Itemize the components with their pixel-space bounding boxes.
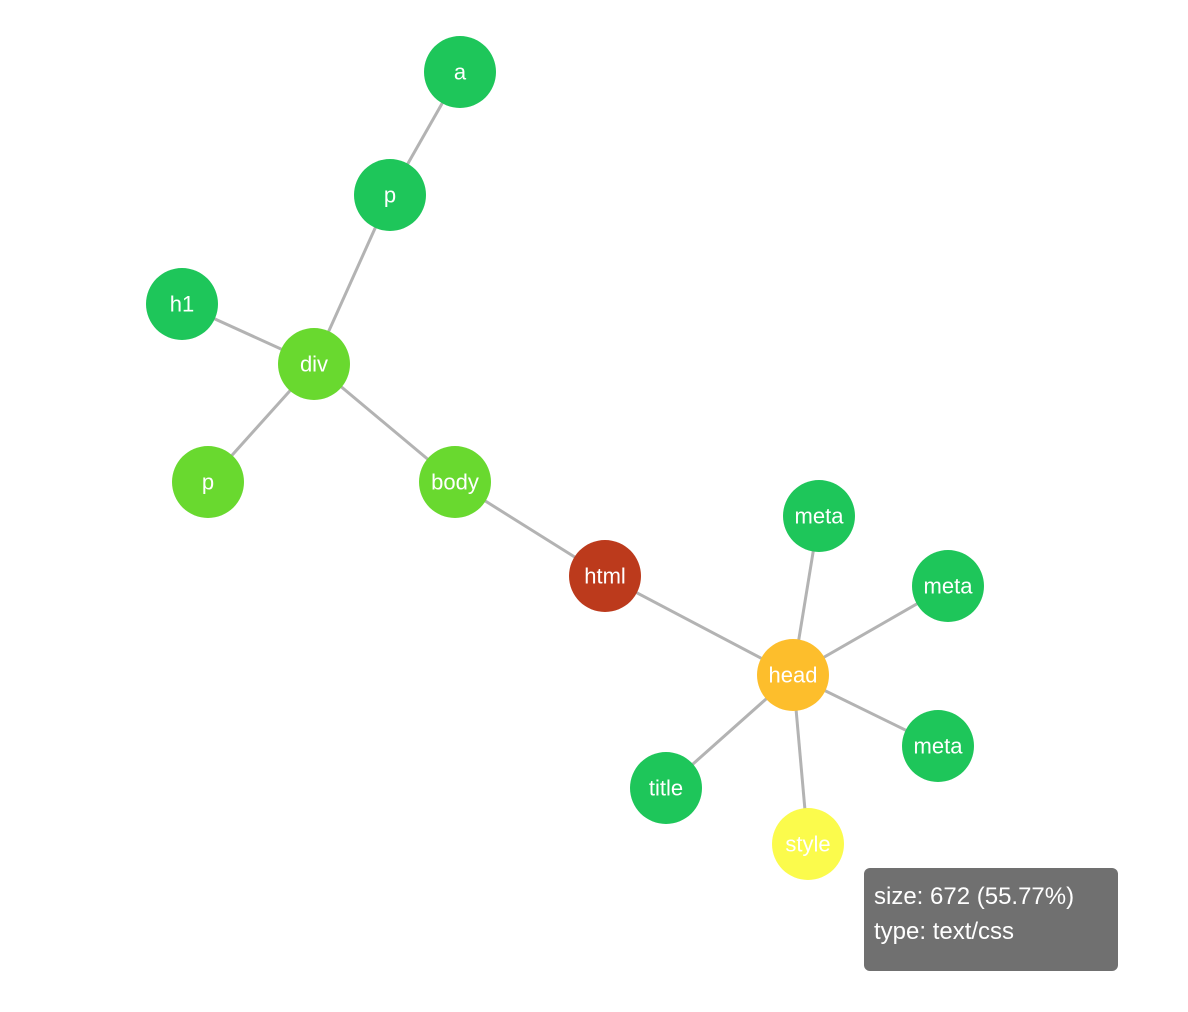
- node-label: meta: [924, 574, 974, 599]
- node-div[interactable]: div: [278, 328, 350, 400]
- node-html[interactable]: html: [569, 540, 641, 612]
- node-label: body: [431, 470, 479, 495]
- node-circle[interactable]: [569, 540, 641, 612]
- node-p2[interactable]: p: [172, 446, 244, 518]
- node-label: style: [785, 832, 830, 857]
- node-tooltip: size: 672 (55.77%) type: text/css: [864, 868, 1118, 971]
- node-body[interactable]: body: [419, 446, 491, 518]
- node-circle[interactable]: [146, 268, 218, 340]
- node-meta1[interactable]: meta: [783, 480, 855, 552]
- node-label: html: [584, 564, 626, 589]
- node-circle[interactable]: [772, 808, 844, 880]
- node-circle[interactable]: [902, 710, 974, 782]
- node-label: meta: [795, 504, 845, 529]
- node-label: head: [769, 663, 818, 688]
- node-meta2[interactable]: meta: [912, 550, 984, 622]
- node-circle[interactable]: [912, 550, 984, 622]
- node-circle[interactable]: [783, 480, 855, 552]
- node-circle[interactable]: [419, 446, 491, 518]
- node-style[interactable]: style: [772, 808, 844, 880]
- node-head[interactable]: head: [757, 639, 829, 711]
- node-label: div: [300, 352, 328, 377]
- node-circle[interactable]: [424, 36, 496, 108]
- node-circle[interactable]: [757, 639, 829, 711]
- tooltip-type: type: text/css: [874, 918, 1015, 945]
- node-meta3[interactable]: meta: [902, 710, 974, 782]
- node-label: title: [649, 776, 683, 801]
- node-circle[interactable]: [278, 328, 350, 400]
- node-label: a: [454, 60, 467, 85]
- node-a[interactable]: a: [424, 36, 496, 108]
- nodes-layer: html head body div h1 p a p meta meta meta title sty…: [146, 36, 984, 880]
- node-circle[interactable]: [172, 446, 244, 518]
- node-label: p: [384, 183, 396, 208]
- node-p1[interactable]: p: [354, 159, 426, 231]
- node-title[interactable]: title: [630, 752, 702, 824]
- tooltip-size: size: 672 (55.77%): [874, 883, 1075, 910]
- node-label: p: [202, 470, 214, 495]
- node-circle[interactable]: [630, 752, 702, 824]
- node-h1[interactable]: h1: [146, 268, 218, 340]
- node-label: meta: [914, 734, 964, 759]
- node-label: h1: [170, 292, 194, 317]
- node-circle[interactable]: [354, 159, 426, 231]
- edges-layer: [181, 71, 949, 845]
